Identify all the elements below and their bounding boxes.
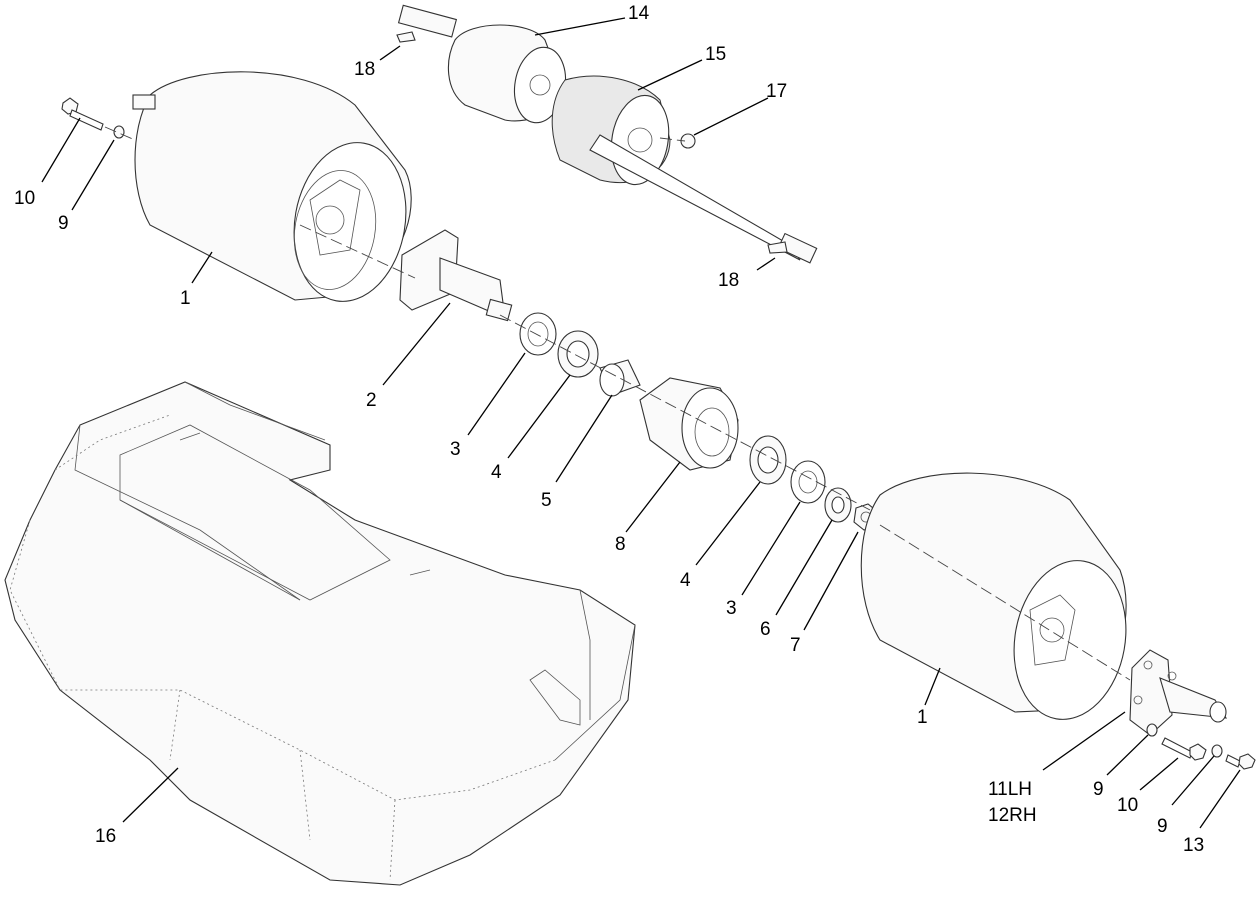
callout-18-bottom: 18: [718, 270, 739, 291]
callout-12-rh: 12RH: [988, 805, 1037, 826]
callout-16: 16: [95, 826, 116, 847]
part-18-keys: [396, 31, 788, 254]
callout-11-lh: 11LH: [988, 779, 1032, 800]
part-9-washer-left: [113, 125, 125, 139]
assembly-center-lines: [104, 126, 1131, 681]
callout-14: 14: [628, 3, 650, 24]
part-3-seal-left: [519, 312, 557, 356]
callout-9-right-b: 9: [1157, 816, 1168, 837]
part-17-nut: [680, 133, 696, 149]
part-1-right-roller: [860, 472, 1127, 720]
part-10-bolt-right: [1161, 737, 1207, 761]
callout-5: 5: [541, 490, 552, 511]
part-4-bearing-right: [749, 435, 787, 485]
part-9-washer-right-b: [1211, 744, 1223, 758]
callout-10-left: 10: [14, 188, 35, 209]
part-5-spacer: [599, 359, 641, 397]
callout-9-right-a: 9: [1093, 779, 1104, 800]
callout-labels: 14 15 17 18 18 10 9 1 2 3 4 5 8 4 3 6 7 …: [14, 3, 1204, 856]
part-15-gear-roller: [551, 75, 818, 264]
part-1-left-roller: [132, 71, 412, 302]
callout-8: 8: [615, 534, 626, 555]
callout-9-left: 9: [58, 213, 69, 234]
callout-17: 17: [766, 81, 787, 102]
part-3-seal-right: [790, 460, 826, 504]
part-16-shield: [4, 381, 636, 886]
callout-4-left: 4: [491, 462, 502, 483]
callout-1-right: 1: [917, 707, 928, 728]
part-8-housing: [639, 377, 739, 471]
part-10-bolt-left: [61, 97, 104, 131]
part-14-hub: [397, 4, 567, 124]
callout-15: 15: [705, 44, 726, 65]
callout-13: 13: [1183, 835, 1204, 856]
callout-18-top: 18: [354, 59, 375, 80]
leader-lines: [41, 17, 1241, 829]
part-4-bearing-left: [557, 330, 599, 378]
callout-7: 7: [790, 635, 801, 656]
callout-3-left: 3: [450, 439, 461, 460]
part-13-bolt: [1225, 753, 1256, 770]
part-2-shaft: [399, 229, 513, 322]
part-9-washer-right-a: [1146, 723, 1158, 737]
callout-2: 2: [366, 390, 377, 411]
callout-10-right: 10: [1117, 795, 1138, 816]
callout-4-right: 4: [680, 570, 691, 591]
callout-3-right: 3: [726, 598, 737, 619]
part-6-washer: [824, 487, 852, 523]
callout-1-left: 1: [180, 288, 191, 309]
callout-6: 6: [760, 619, 771, 640]
part-11-12-end-hub: [1129, 649, 1228, 736]
